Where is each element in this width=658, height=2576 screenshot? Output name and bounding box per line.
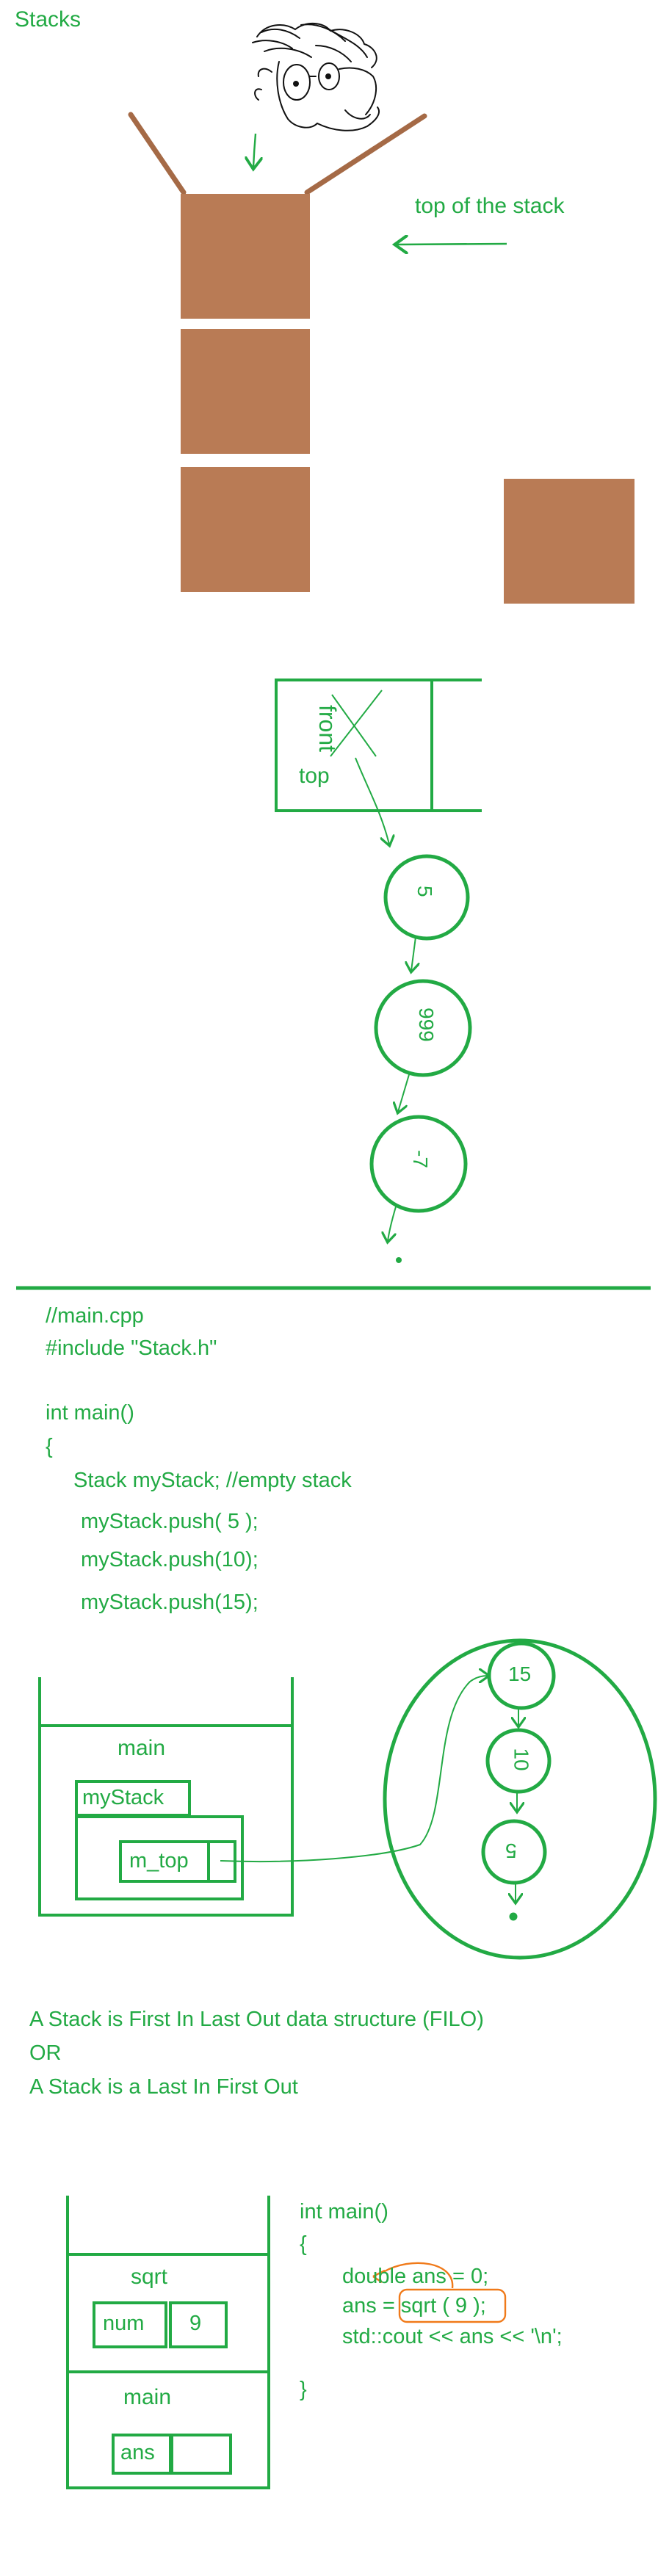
code-push-3: myStack.push(15); [81, 1591, 258, 1614]
code-push-1: myStack.push( 5 ); [81, 1510, 258, 1533]
page-title: Stacks [15, 7, 82, 32]
definition-line-1: A Stack is First In Last Out data struct… [29, 2008, 484, 2031]
heap-diagram [220, 1638, 657, 1960]
num-value-box [169, 2301, 228, 2348]
stack-box-bottom [181, 467, 310, 592]
top-of-stack-label: top of the stack [415, 194, 565, 218]
num-name-box [93, 2301, 167, 2348]
node2-to-node3-arrow [398, 1071, 411, 1112]
code2-close-brace: } [300, 2378, 307, 2401]
heap-null-dot [509, 1912, 518, 1921]
top-pointer-arrow [397, 244, 507, 245]
top-to-node1-arrow [355, 757, 389, 844]
heap-node-2 [485, 1728, 552, 1794]
linked-list-diagram [275, 679, 482, 1263]
mystack-object-box [75, 1815, 244, 1900]
stack-column-outline [38, 1677, 294, 1917]
mystack-label: myStack [82, 1786, 164, 1809]
top-box-frame [275, 679, 482, 812]
m-top-pointer [220, 1676, 488, 1863]
param-num-value: 9 [189, 2312, 202, 2335]
heap-node-3 [481, 1819, 547, 1885]
stack-illustration [128, 112, 634, 604]
heap-value-3: 5 [505, 1839, 517, 1862]
node1-to-node2-arrow [411, 936, 416, 971]
frame-main-label: main [118, 1736, 166, 1760]
ans-value-box [170, 2434, 232, 2475]
code-comment-main: //main.cpp [46, 1304, 144, 1328]
cross-mark [330, 690, 383, 757]
stack-box-middle [181, 329, 310, 454]
code-push-2: myStack.push(10); [81, 1548, 258, 1571]
heap-value-2: 10 [510, 1748, 533, 1771]
call-stack-diagram [66, 2196, 270, 2489]
code2-assign-sqrt: ans = sqrt ( 9 ); [342, 2294, 486, 2318]
node-value-2: 999 [415, 1007, 438, 1042]
sqrt-call-highlight [398, 2288, 507, 2323]
frame-sqrt-label: sqrt [131, 2265, 168, 2289]
code-include: #include "Stack.h" [46, 1336, 217, 1360]
drop-arrow [253, 133, 256, 167]
node-circle-1 [383, 854, 470, 941]
heap-node-1 [487, 1641, 556, 1710]
loose-box [504, 479, 634, 604]
stack-left-wall [128, 112, 187, 195]
node-value-1: 5 [413, 886, 436, 897]
heap-ellipse [383, 1638, 657, 1960]
stack-right-wall [304, 113, 427, 195]
stack-frame-diagram [38, 1677, 294, 1917]
code2-main-signature: int main() [300, 2200, 388, 2224]
sqrt-annotation [372, 2262, 507, 2323]
crossed-front-label: front [314, 705, 341, 753]
code-declare-stack: Stack myStack; //empty stack [73, 1469, 352, 1492]
param-num-label: num [103, 2312, 145, 2335]
local-ans-label: ans [120, 2441, 155, 2464]
heap-value-1: 15 [508, 1663, 532, 1685]
node-value-3: -7 [409, 1150, 432, 1168]
node-circle-3 [369, 1115, 468, 1213]
code-main-signature: int main() [46, 1401, 134, 1425]
face-doodle-icon [252, 23, 380, 131]
code2-declare-ans: double ans = 0; [342, 2265, 489, 2288]
stack-box-top [181, 194, 310, 319]
code2-open-brace: { [300, 2232, 307, 2256]
return-value-arrow [383, 2262, 454, 2289]
top-pointer-label: top [299, 764, 330, 788]
definition-line-3: A Stack is a Last In First Out [29, 2075, 298, 2099]
frame-main-label-2: main [123, 2385, 172, 2409]
node3-null-arrow [388, 1204, 397, 1241]
m-top-label: m_top [129, 1849, 189, 1873]
null-dot [396, 1257, 402, 1263]
call-stack-outline [66, 2196, 270, 2489]
definition-line-2: OR [29, 2041, 62, 2065]
code-open-brace: { [46, 1435, 53, 1458]
node-circle-2 [374, 979, 472, 1077]
code2-cout: std::cout << ans << '\n'; [342, 2325, 563, 2348]
return-arrowhead [372, 2269, 386, 2283]
